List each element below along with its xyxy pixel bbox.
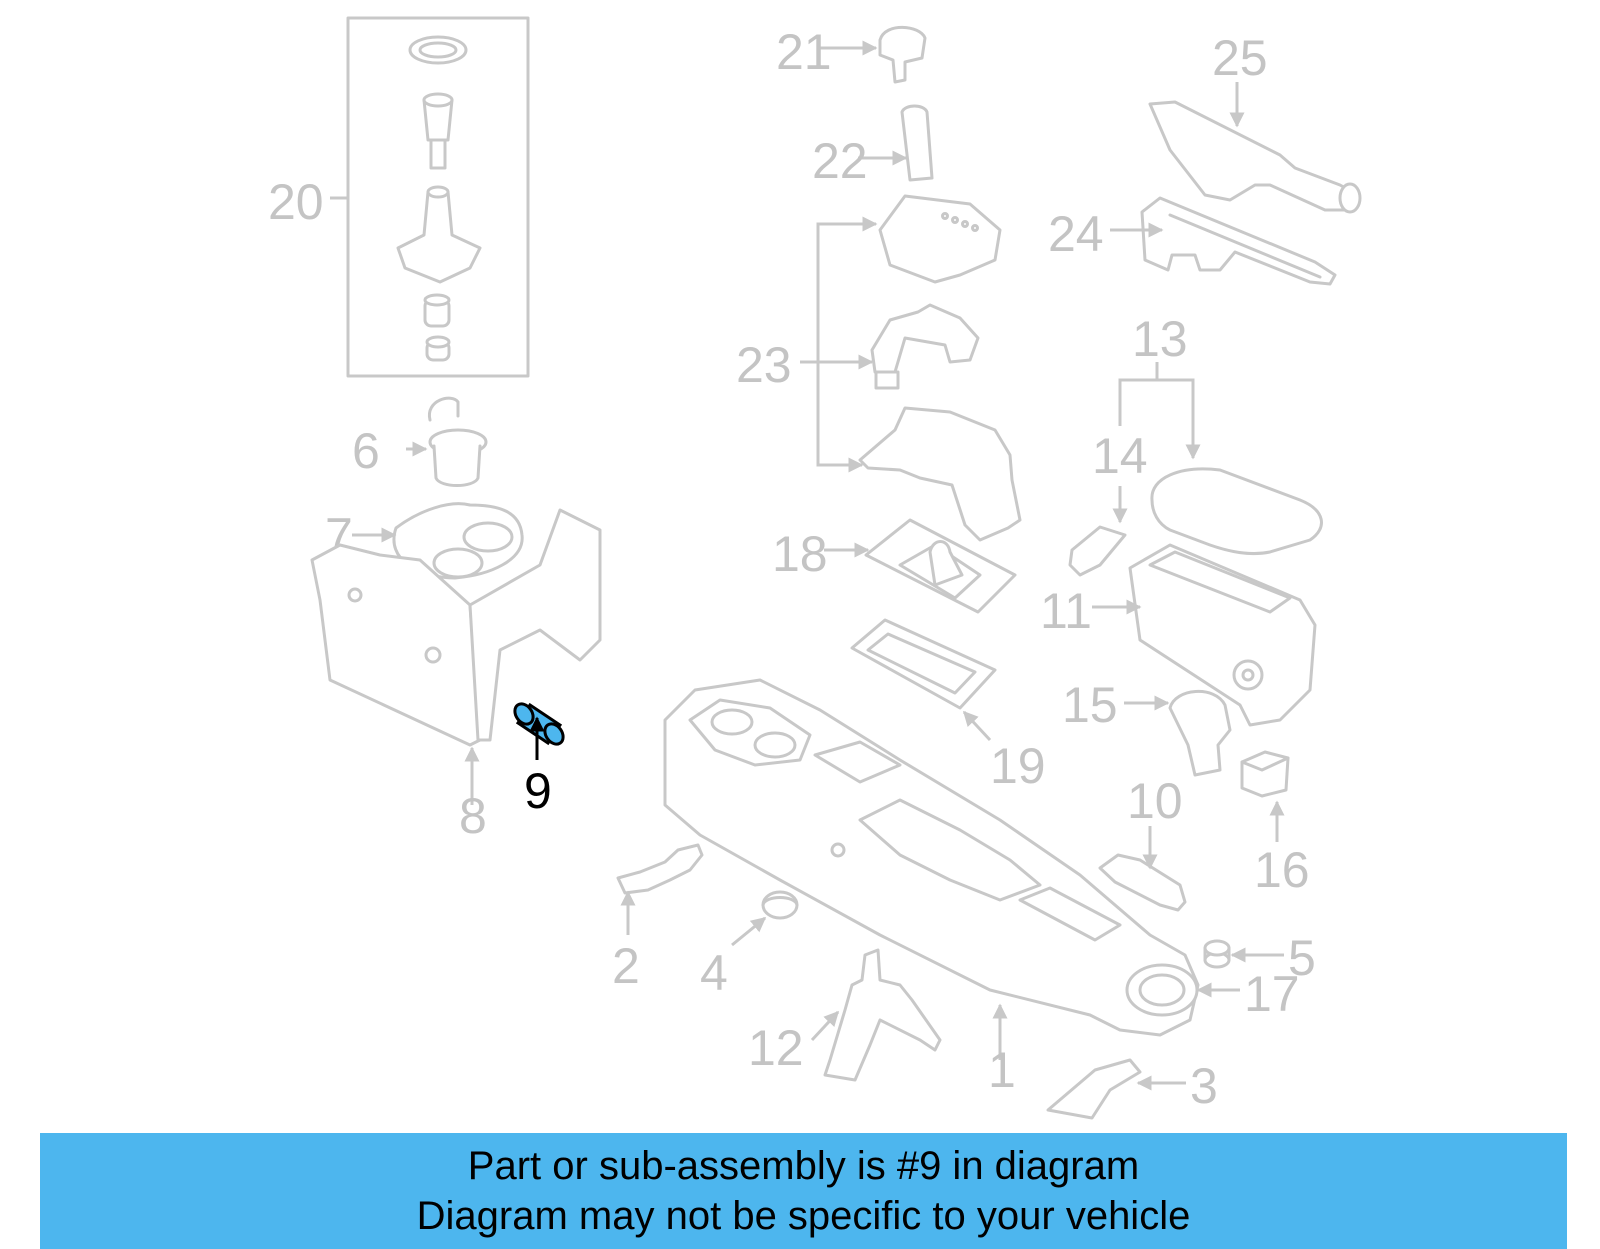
callout-21: 21 <box>776 24 832 80</box>
callout-19: 19 <box>990 738 1046 794</box>
part-9-bushing-highlighted <box>513 702 565 746</box>
callout-9: 9 <box>524 763 552 819</box>
callout-15: 15 <box>1062 677 1118 733</box>
part-18-shift-boot-panel <box>864 518 1017 614</box>
part-3-curved-trim <box>1046 1058 1142 1120</box>
part-1-console-body <box>663 678 1200 1037</box>
part-12-bracket <box>823 948 942 1082</box>
callout-13: 13 <box>1132 311 1188 367</box>
callout-12: 12 <box>748 1020 804 1076</box>
banner-line-disclaimer: Diagram may not be specific to your vehi… <box>416 1194 1191 1238</box>
part-11-armrest-box <box>1128 543 1317 727</box>
callout-8: 8 <box>459 788 487 844</box>
part-15-knob <box>1168 690 1232 777</box>
part-8-console-trim <box>310 508 602 747</box>
part-23-shifter-assembly <box>858 194 1022 542</box>
part-6-cup-insert <box>428 396 488 487</box>
part-13-armrest-lid <box>1150 467 1323 556</box>
callout-10: 10 <box>1127 773 1183 829</box>
callout-14: 14 <box>1092 428 1148 484</box>
callout-6: 6 <box>352 423 380 479</box>
callout-24: 24 <box>1048 206 1104 262</box>
callout-23: 23 <box>736 337 792 393</box>
callout-4: 4 <box>700 945 728 1001</box>
callout-11: 11 <box>1040 583 1092 639</box>
banner-line-part-number: Part or sub-assembly is #9 in diagram <box>467 1144 1140 1188</box>
callout-5: 5 <box>1288 930 1316 986</box>
callout-16: 16 <box>1254 842 1310 898</box>
callout-20: 20 <box>268 174 324 230</box>
callout-2: 2 <box>612 938 640 994</box>
part-4-button-cap <box>761 890 799 920</box>
callout-22: 22 <box>812 133 868 189</box>
part-2-bracket <box>616 843 704 895</box>
part-16-bin <box>1240 750 1290 798</box>
callout-3: 3 <box>1190 1058 1218 1114</box>
info-banner: Part or sub-assembly is #9 in diagram Di… <box>40 1133 1567 1249</box>
callout-17: 17 <box>1244 966 1300 1022</box>
callout-1: 1 <box>988 1042 1016 1098</box>
part-5-plug <box>1203 939 1231 969</box>
part-25-handbrake-cover <box>1148 100 1362 214</box>
part-22-lever <box>900 104 934 182</box>
part-24-handbrake-lever <box>1140 196 1337 286</box>
part-10-trim-piece <box>1098 853 1187 912</box>
part-20-shift-knob-kit <box>346 16 530 378</box>
part-21-knob-button <box>878 25 927 84</box>
callout-25: 25 <box>1212 30 1268 86</box>
part-14-clip <box>1068 525 1127 577</box>
callout-18: 18 <box>772 526 828 582</box>
part-19-trim-panel <box>850 618 997 710</box>
